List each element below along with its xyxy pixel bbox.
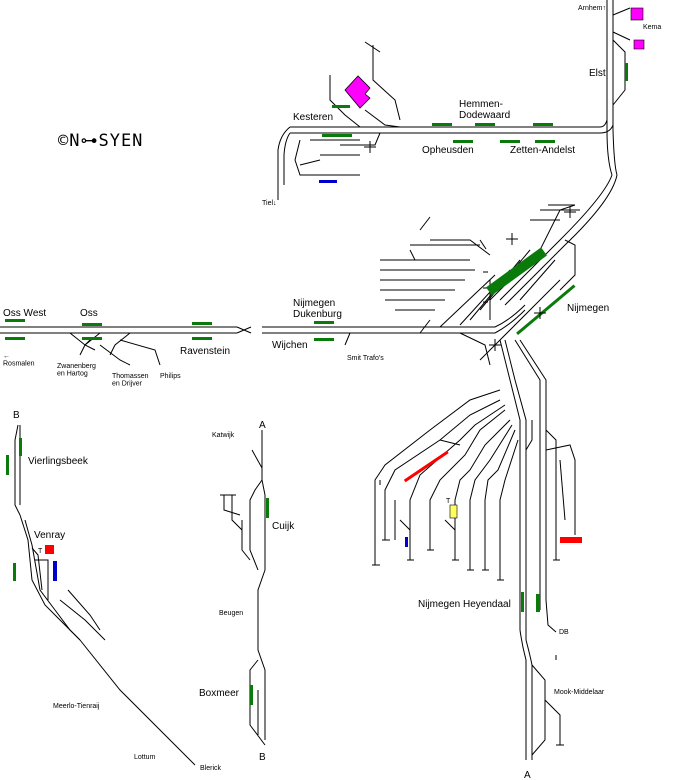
yard-red-platform — [403, 450, 449, 483]
heyendaal-red-block — [560, 537, 582, 543]
label-philips: Philips — [160, 373, 181, 380]
label-b-top: B — [13, 410, 20, 421]
label-venray: Venray — [34, 530, 65, 541]
label-opheusden: Opheusden — [422, 145, 474, 156]
label-a-top: A — [259, 420, 266, 431]
markers — [45, 7, 645, 581]
label-arnhem: Arnhem↑ — [578, 5, 606, 12]
level-crossing-marks — [364, 141, 576, 351]
label-zetten: Zetten-Andelst — [510, 145, 575, 156]
track-lines — [0, 0, 631, 766]
label-a-bottom: A — [524, 770, 531, 780]
label-lottum: Lottum — [134, 754, 156, 761]
label-hemmen: Hemmen-Dodewaard — [459, 99, 510, 121]
label-mook: Mook-Middelaar — [554, 689, 605, 696]
logo-text: ©N⊶SYEN — [58, 131, 143, 151]
label-oss: Oss — [80, 308, 98, 319]
label-kema: Kema — [643, 24, 661, 31]
station-labels: Arnhem↑ Kema Elst Kesteren Hemmen-Dodewa… — [3, 5, 661, 780]
label-boxmeer: Boxmeer — [199, 688, 240, 699]
label-elst: Elst — [589, 68, 606, 79]
kema-building-2 — [633, 39, 645, 50]
label-oss-west: Oss West — [3, 308, 46, 319]
label-heyendaal: Nijmegen Heyendaal — [418, 599, 511, 610]
label-b-bottom: B — [259, 752, 266, 763]
label-smit: Smit Trafo's — [347, 355, 384, 362]
label-ravenstein: Ravenstein — [180, 346, 230, 357]
label-beugen: Beugen — [219, 610, 243, 617]
venray-red-block — [45, 545, 54, 554]
label-wijchen: Wijchen — [272, 340, 308, 351]
venray-blue-block — [53, 561, 57, 581]
label-db: DB — [559, 629, 569, 636]
label-rosmalen: ←Rosmalen — [3, 353, 35, 368]
platforms — [5, 63, 628, 705]
label-nijmegen: Nijmegen — [567, 303, 609, 314]
yard-yellow-block — [449, 504, 458, 519]
kesteren-industry — [344, 75, 371, 109]
label-t-venray: T — [38, 548, 43, 555]
label-kesteren: Kesteren — [293, 112, 333, 123]
yard-blue-stack — [405, 537, 408, 547]
label-tiel: Tiel↓ — [262, 200, 277, 207]
label-blerick: Blerick — [200, 765, 222, 772]
label-vierlingsbeek: Vierlingsbeek — [28, 456, 89, 467]
label-cuijk: Cuijk — [272, 521, 295, 532]
kema-building-1 — [630, 7, 644, 21]
label-t-yard: T — [446, 498, 451, 505]
tiel-blue-block — [319, 180, 337, 183]
label-meerlo: Meerlo-Tienraij — [53, 703, 100, 710]
label-katwijk: Katwijk — [212, 432, 235, 439]
